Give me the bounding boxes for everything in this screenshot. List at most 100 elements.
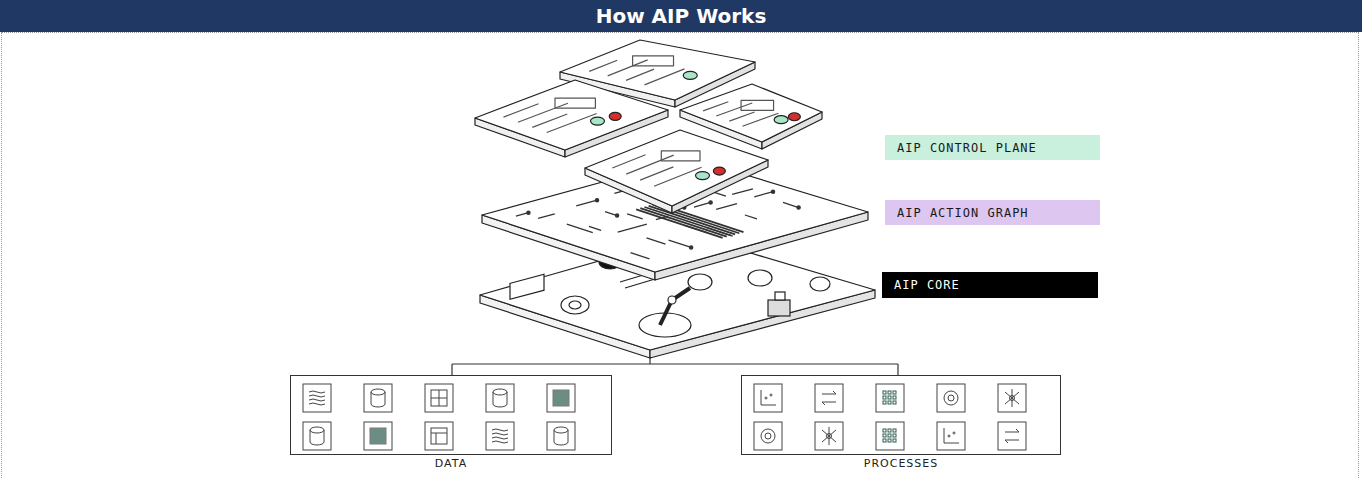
bracket-lines-part: [897, 364, 898, 375]
icon-grid-part: [1005, 429, 1019, 443]
icon-grid-part: [431, 428, 447, 444]
control-plane-panels-part: [661, 151, 700, 161]
control-plane-panels-part: [654, 167, 702, 186]
circuit-traces-part: [630, 253, 649, 259]
icon-panel: PROCESSES: [741, 375, 1061, 455]
icon-grid-part: [829, 427, 830, 436]
core-objects-part: [660, 288, 690, 325]
icon-grid-part: [492, 433, 508, 435]
icon-grid-part: [486, 422, 514, 450]
icon-grid-part: [1012, 392, 1019, 398]
layer-tag: AIP ACTION GRAPH: [885, 200, 1100, 225]
icon-grid-part: [829, 436, 830, 445]
core-objects-part: [748, 270, 772, 286]
bracket-lines-part: [649, 358, 650, 364]
icon-grid-part: [431, 390, 447, 406]
circuit-traces-part: [646, 238, 665, 244]
icon-grid-part: [1005, 398, 1012, 404]
icon-grid-part: [953, 432, 955, 434]
icon-grid-part: [888, 401, 891, 404]
icon-grid-part: [876, 422, 904, 450]
node-label: AIP CORE: [894, 278, 960, 292]
circuit-traces-part: [690, 246, 693, 249]
icon-grid-part: [893, 429, 896, 432]
control-plane-panels-part: [585, 130, 768, 206]
control-plane-panels-part: [742, 113, 778, 126]
icon-grid-part: [754, 384, 782, 412]
icon-grid-part: [815, 384, 843, 412]
circuit-traces-part: [527, 211, 530, 214]
icon-grid-part: [883, 401, 886, 404]
node-label: DATA: [291, 457, 611, 470]
control-plane-panels-part: [626, 155, 674, 174]
icon-grid-part: [770, 394, 772, 396]
circuit-traces-part: [771, 190, 774, 193]
icon-grid-part: [371, 389, 385, 395]
icon-grid-part: [893, 434, 896, 437]
control-plane-panels-part: [633, 56, 674, 66]
control-plane-panels-part: [532, 114, 567, 127]
icon-grid-part: [765, 433, 771, 439]
icon-grid-part: [364, 384, 392, 412]
icon-grid-part: [309, 403, 325, 405]
control-plane-panels-part: [475, 80, 668, 150]
control-plane-panels-part: [729, 112, 754, 121]
icon-grid-part: [309, 391, 325, 393]
icon-grid-part: [364, 422, 392, 450]
core-objects-part: [775, 292, 785, 300]
core-objects-part: [768, 300, 790, 316]
icon-grid-part: [829, 430, 836, 436]
icon-grid-part: [1012, 398, 1019, 404]
icon-grid-part: [944, 391, 958, 405]
icon-grid-part: [754, 422, 782, 450]
core-objects-part: [510, 274, 544, 299]
icon-grid-part: [492, 437, 508, 439]
core-objects-part: [810, 277, 830, 291]
icon-grid-part: [937, 422, 965, 450]
circuit-traces-part: [783, 202, 799, 207]
circuit-traces-part: [797, 206, 800, 209]
icon-grid-part: [547, 384, 575, 412]
icon-grid-part: [761, 429, 775, 443]
core-objects-part: [688, 274, 712, 290]
core-objects-part: [668, 296, 676, 304]
icon-grid-part: [815, 422, 843, 450]
circuit-traces-part: [649, 206, 736, 235]
control-plane-panels-part: [609, 112, 621, 120]
icon-grid-part: [547, 422, 575, 450]
icon-grid-part: [303, 422, 331, 450]
icon-grid-part: [309, 395, 325, 397]
icon-grid-part: [309, 399, 325, 401]
control-plane-panels-part: [644, 69, 684, 85]
control-plane-panels-part: [591, 117, 605, 125]
icon-grid-part: [431, 390, 447, 406]
icon-grid-part: [888, 434, 891, 437]
icon-grid-part: [761, 390, 776, 405]
icon-grid-part: [883, 439, 886, 442]
circuit-traces-part: [745, 215, 757, 219]
node-label: PROCESSES: [742, 457, 1060, 470]
icon-grid-part: [822, 436, 829, 442]
control-plane-panels-part: [696, 172, 710, 180]
icon-grid-part: [822, 430, 829, 436]
core-objects-part: [569, 301, 581, 309]
bracket-lines-part: [451, 364, 452, 375]
circuit-traces-part: [644, 207, 731, 236]
icon-grid-part: [948, 435, 950, 437]
control-plane-panels-part: [703, 102, 728, 111]
control-plane-panels-part: [683, 71, 697, 79]
circuit-traces-part: [754, 192, 773, 197]
node-label: AIP CONTROL PLANE: [897, 141, 1037, 155]
icon-grid-part: [876, 384, 904, 412]
control-plane-panels-part: [589, 60, 617, 71]
control-plane-panels-part: [788, 113, 800, 121]
icon-grid-part: [948, 395, 954, 401]
core-objects-part: [561, 296, 589, 314]
control-plane-panels-part: [518, 103, 568, 122]
control-plane-panels-part: [716, 103, 752, 116]
icon-grid-part: [765, 397, 767, 399]
